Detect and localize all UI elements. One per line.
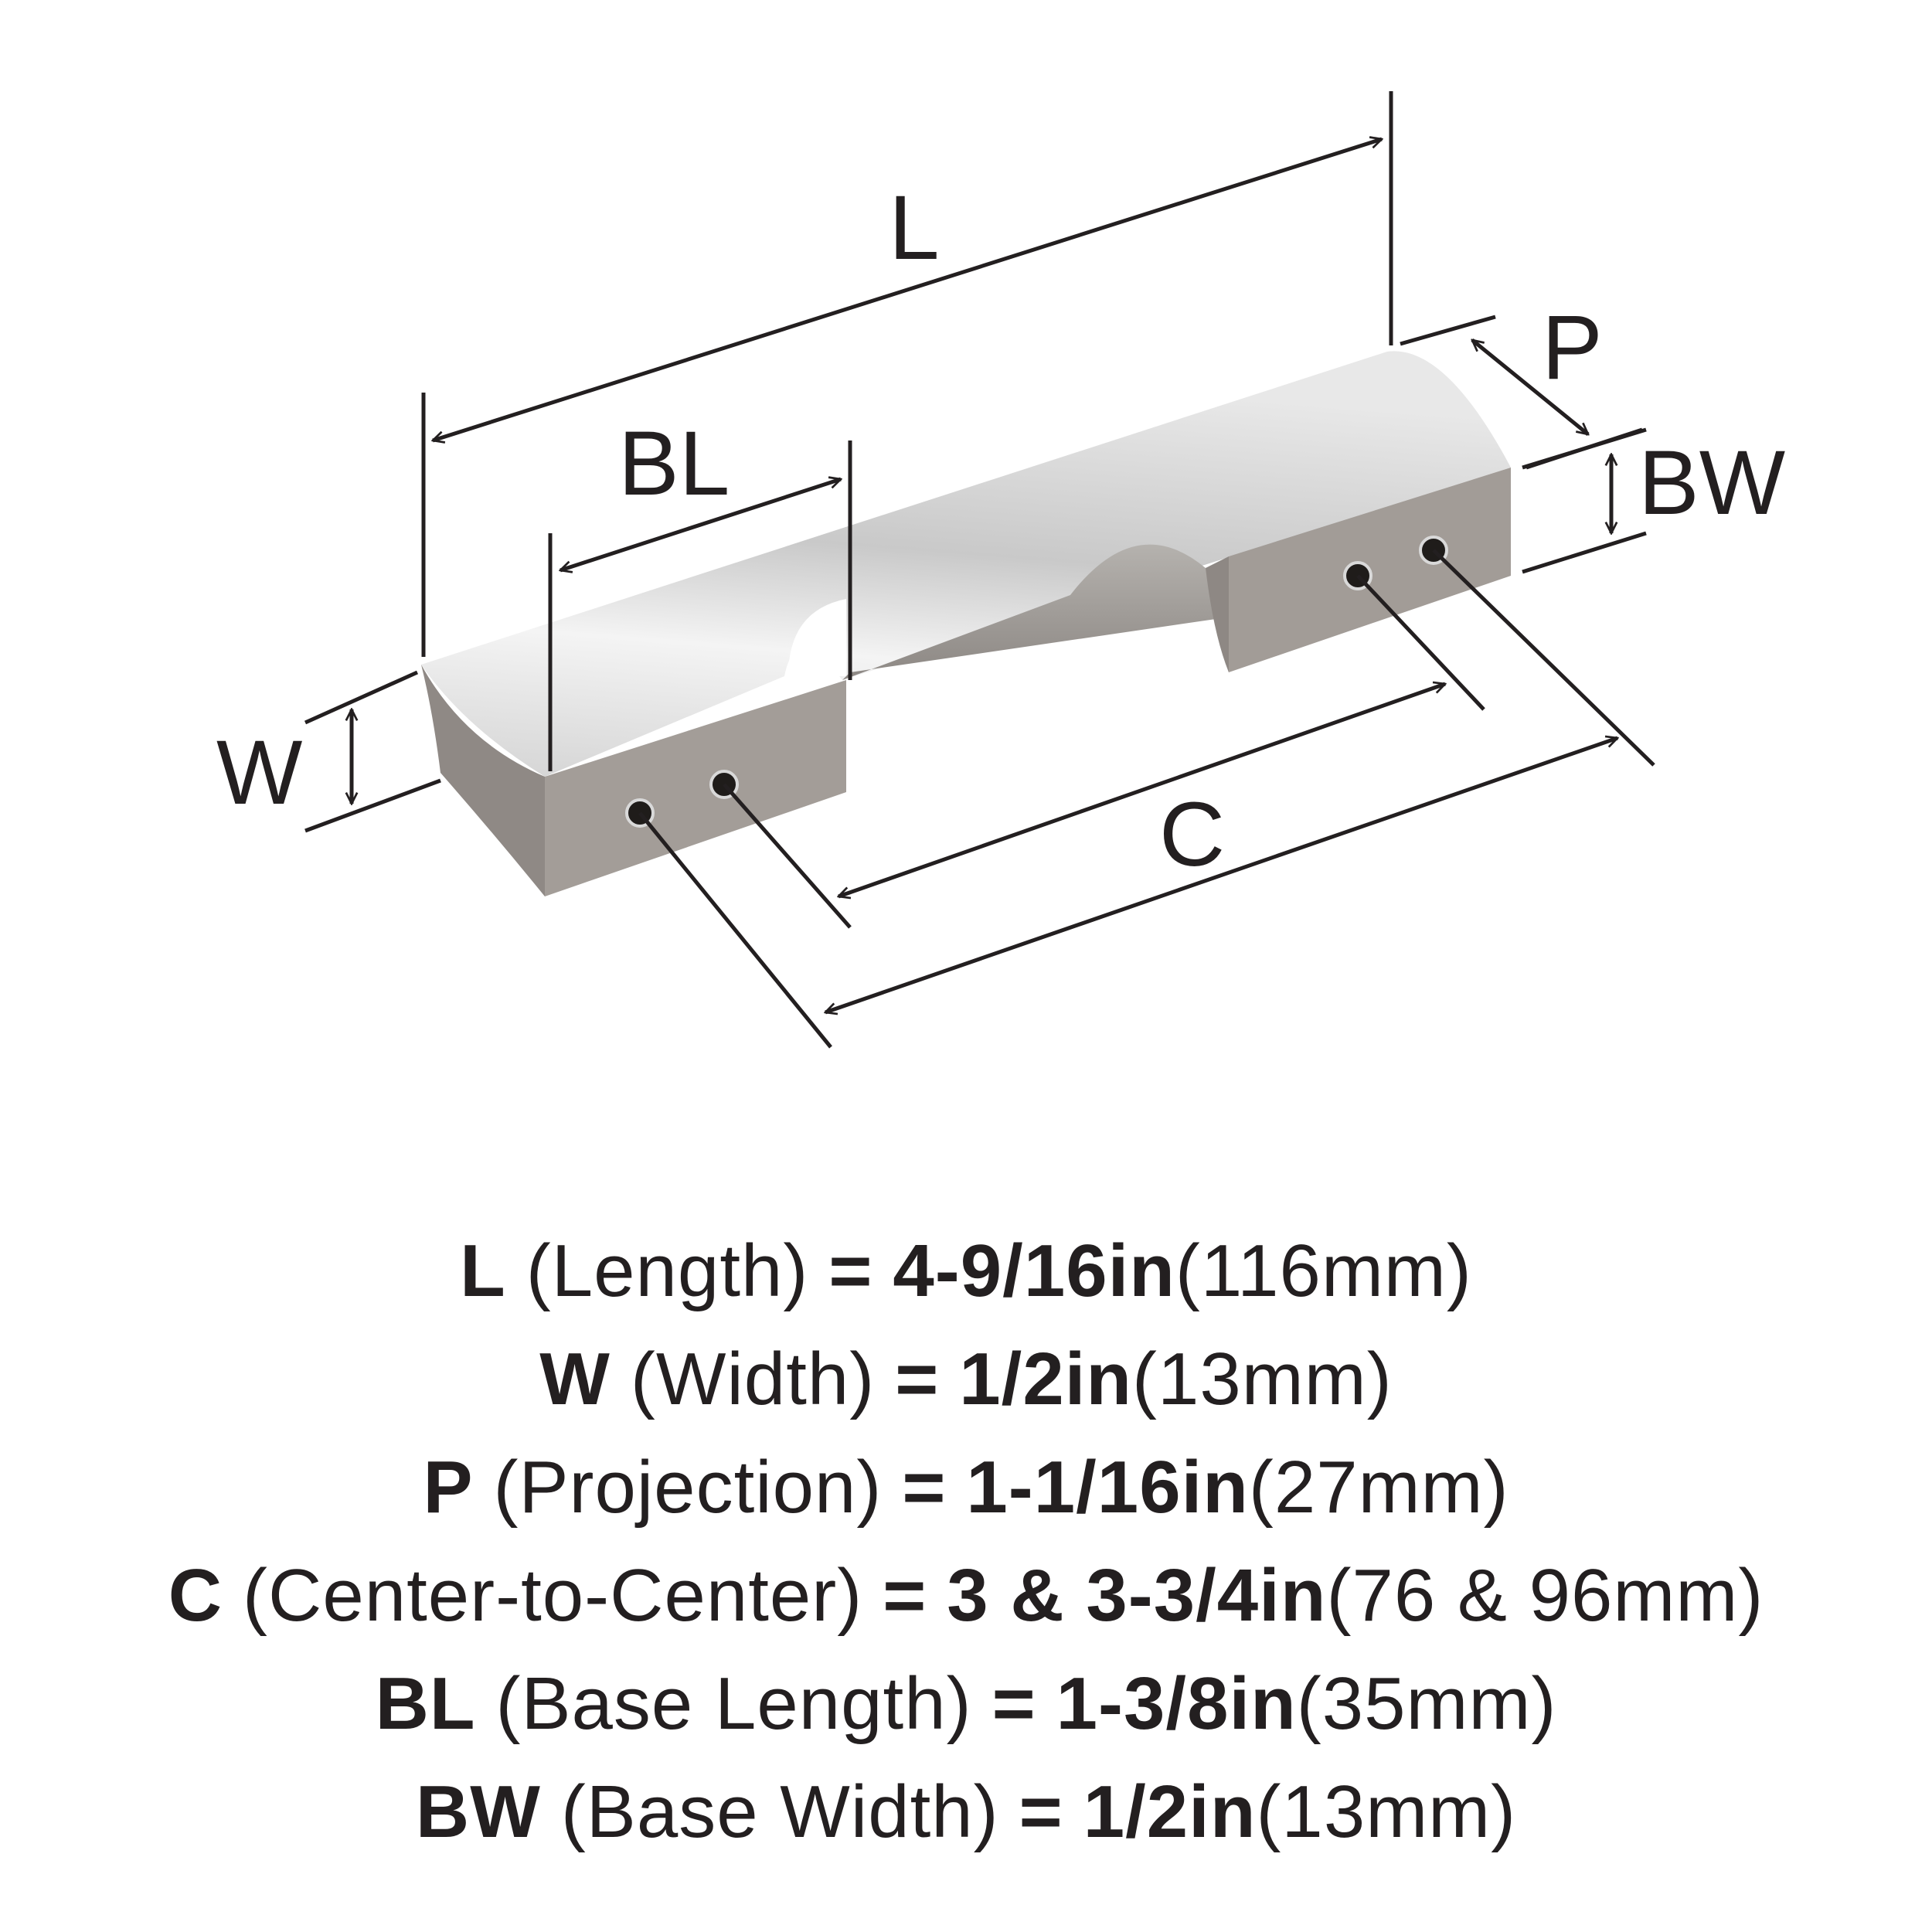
spec-description: (Center-to-Center) — [243, 1554, 863, 1637]
specifications-list: L (Length) = 4-9/16in (116mm) W (Width) … — [0, 1217, 1932, 1866]
spec-abbr: BW — [415, 1770, 541, 1853]
P-dimension-line — [1472, 338, 1588, 436]
spec-row-center-to-center: C (Center-to-Center) = 3 & 3-3/4in (76 &… — [0, 1542, 1932, 1650]
pull-center-opening — [788, 599, 846, 676]
spec-abbr: P — [423, 1446, 474, 1529]
spec-imperial-value: 1/2in — [1083, 1770, 1257, 1853]
label-C: C — [1159, 784, 1225, 886]
pull-dimension-diagram: L BL P BW W C — [216, 91, 1785, 1049]
spec-metric-value: (13mm) — [1256, 1770, 1517, 1853]
spec-imperial-value: 1-3/8in — [1056, 1662, 1297, 1745]
spec-abbr: W — [539, 1338, 611, 1420]
equals-sign: = — [992, 1662, 1036, 1745]
pull-center-recess — [842, 544, 1221, 680]
left-base-end-concave — [421, 665, 545, 896]
spec-description: (Width) — [630, 1338, 876, 1420]
spec-abbr: BL — [375, 1662, 476, 1745]
equals-sign: = — [883, 1554, 927, 1637]
BW-extension-top — [1522, 427, 1647, 470]
spec-row-projection: P (Projection) = 1-1/16in (27mm) — [0, 1434, 1932, 1542]
spec-description: (Base Length) — [495, 1662, 972, 1745]
equals-sign: = — [895, 1338, 940, 1420]
left-base-front-face — [545, 680, 846, 896]
right-base-concave — [1206, 556, 1229, 672]
spec-row-base-width: BW (Base Width) = 1/2in (13mm) — [0, 1758, 1932, 1866]
C-leader-right-outer — [1432, 549, 1655, 767]
L-dimension-line — [433, 139, 1382, 440]
C-dimension-line-short — [838, 684, 1445, 896]
spec-abbr: L — [460, 1230, 506, 1312]
pull-top-surface — [421, 351, 1511, 777]
label-P: P — [1542, 297, 1603, 399]
spec-imperial-value: 3 & 3-3/4in — [947, 1554, 1327, 1637]
BL-dimension-line — [560, 479, 841, 570]
equals-sign: = — [902, 1446, 947, 1529]
spec-abbr: C — [168, 1554, 223, 1637]
label-L: L — [889, 177, 940, 279]
equals-sign: = — [828, 1230, 873, 1312]
spec-row-base-length: BL (Base Length) = 1-3/8in (35mm) — [0, 1650, 1932, 1758]
W-extension-top — [304, 670, 419, 725]
C-leader-left-outer — [638, 811, 832, 1049]
label-W: W — [216, 722, 302, 824]
spec-imperial-value: 1-1/16in — [966, 1446, 1249, 1529]
spec-metric-value: (76 & 96mm) — [1326, 1554, 1764, 1637]
label-BL: BL — [618, 413, 730, 515]
spec-row-length: L (Length) = 4-9/16in (116mm) — [0, 1217, 1932, 1325]
spec-description: (Base Width) — [560, 1770, 999, 1853]
spec-metric-value: (13mm) — [1132, 1338, 1393, 1420]
spec-metric-value: (116mm) — [1175, 1230, 1472, 1312]
BW-extension-bottom — [1522, 531, 1647, 574]
spec-imperial-value: 4-9/16in — [893, 1230, 1175, 1312]
spec-row-width: W (Width) = 1/2in (13mm) — [0, 1325, 1932, 1434]
P-extension-top — [1400, 315, 1496, 346]
label-BW: BW — [1638, 432, 1785, 534]
W-extension-bottom — [304, 778, 441, 833]
spec-imperial-value: 1/2in — [959, 1338, 1133, 1420]
spec-description: (Projection) — [493, 1446, 883, 1529]
spec-description: (Length) — [526, 1230, 809, 1312]
dimension-lines — [304, 91, 1655, 1049]
spec-metric-value: (27mm) — [1248, 1446, 1509, 1529]
C-dimension-line-long — [825, 738, 1617, 1012]
C-leader-right-inner — [1356, 574, 1485, 711]
spec-metric-value: (35mm) — [1296, 1662, 1557, 1745]
cabinet-pull-illustration — [421, 351, 1511, 896]
equals-sign: = — [1019, 1770, 1063, 1853]
